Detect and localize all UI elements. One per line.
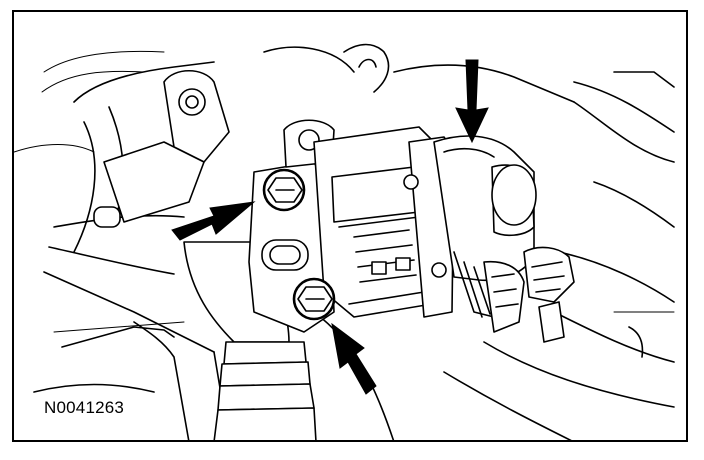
upper-bracket [93, 70, 230, 228]
figure-reference-code: N0041263 [44, 398, 125, 417]
callout-arrow-left [171, 201, 256, 241]
figure-frame: N0041263 [12, 10, 688, 442]
callout-arrow-top-right [455, 59, 489, 144]
valve-body [313, 126, 455, 318]
electrical-connector [523, 246, 575, 343]
exploded-view-illustration [14, 43, 675, 440]
upper-bolt [262, 168, 306, 212]
callout-arrow-bottom [331, 322, 377, 395]
lower-bolt [292, 277, 336, 321]
actuator-housing [433, 135, 537, 333]
